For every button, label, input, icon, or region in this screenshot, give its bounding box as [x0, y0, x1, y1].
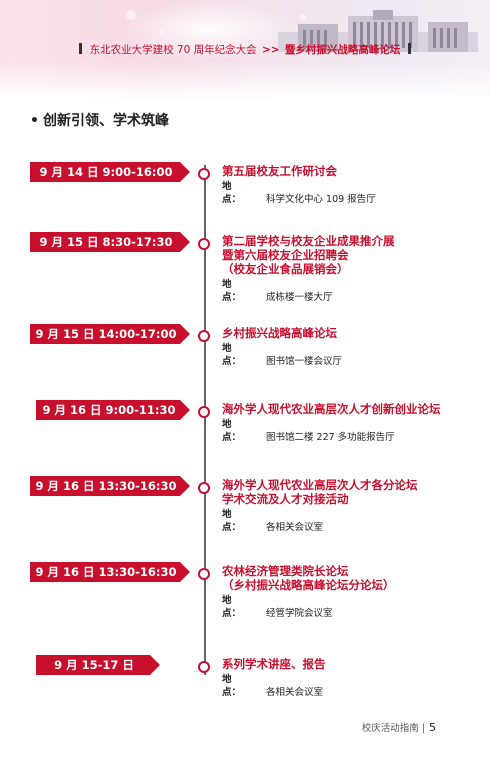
bubble-decoration [160, 30, 165, 35]
event-title: 海外学人现代农业高层次人才创新创业论坛 [222, 402, 441, 416]
section-title-text: 创新引领、学术筑峰 [42, 113, 169, 129]
timeline-node-icon [198, 168, 210, 180]
banner-title-main: 东北农业大学建校 70 周年纪念大会 [89, 44, 257, 56]
timeline-node-icon [198, 661, 210, 673]
event-location: 地点：图书馆一楼会议厅 [222, 343, 343, 367]
event-item: 第五届校友工作研讨会 地点：科学文化中心 109 报告厅 [222, 164, 472, 206]
event-location: 地点：经管学院会议室 [222, 595, 333, 619]
event-title: （乡村振兴战略高峰论坛分论坛） [222, 578, 395, 592]
event-location: 地点：图书馆二楼 227 多功能报告厅 [222, 419, 395, 443]
event-title: 海外学人现代农业高层次人才各分论坛 [222, 478, 418, 492]
event-item: 乡村振兴战略高峰论坛 地点：图书馆一楼会议厅 [222, 326, 472, 368]
event-date-tag: 9 月 16 日 9:00-11:30 [36, 400, 190, 420]
header-banner: 东北农业大学建校 70 周年纪念大会 >> 暨乡村振兴战略高峰论坛 [0, 42, 490, 57]
banner-separator-icon: >> [261, 44, 280, 56]
page-header: 东北农业大学建校 70 周年纪念大会 >> 暨乡村振兴战略高峰论坛 [0, 0, 490, 100]
event-title: 学术交流及人才对接活动 [222, 492, 349, 506]
banner-title-sub: 暨乡村振兴战略高峰论坛 [284, 44, 401, 56]
event-item: 海外学人现代农业高层次人才各分论坛 学术交流及人才对接活动 地点：各相关会议室 [222, 478, 472, 534]
event-date-tag: 9 月 15 日 8:30-17:30 [30, 232, 190, 252]
event-title: 暨第六届校友企业招聘会 [222, 248, 349, 262]
event-item: 农林经济管理类院长论坛 （乡村振兴战略高峰论坛分论坛） 地点：经管学院会议室 [222, 564, 472, 620]
bubble-decoration [300, 14, 306, 20]
event-location: 地点：各相关会议室 [222, 509, 324, 533]
event-title: 乡村振兴战略高峰论坛 [222, 326, 337, 340]
event-date-tag: 9 月 16 日 13:30-16:30 [30, 562, 190, 582]
event-title: （校友企业食品展销会） [222, 262, 349, 276]
event-title: 第二届学校与校友企业成果推介展 [222, 234, 395, 248]
bullet-icon: • [30, 113, 39, 129]
event-location: 地点：成栋楼一楼大厅 [222, 279, 333, 303]
bubble-decoration [126, 10, 136, 20]
page-number: 5 [429, 721, 436, 734]
timeline-node-icon [198, 568, 210, 580]
timeline-node-icon [198, 238, 210, 250]
event-date-tag: 9 月 16 日 13:30-16:30 [30, 476, 190, 496]
event-location: 地点：各相关会议室 [222, 674, 324, 698]
event-location: 地点：科学文化中心 109 报告厅 [222, 181, 376, 205]
section-title: •创新引领、学术筑峰 [30, 110, 169, 130]
event-item: 海外学人现代农业高层次人才创新创业论坛 地点：图书馆二楼 227 多功能报告厅 [222, 402, 472, 444]
event-date-tag: 9 月 15-17 日 [36, 655, 160, 675]
timeline-node-icon [198, 406, 210, 418]
event-title: 农林经济管理类院长论坛 [222, 564, 349, 578]
event-date-tag: 9 月 15 日 14:00-17:00 [30, 324, 190, 344]
timeline-line [204, 165, 206, 675]
banner-bar-right [407, 43, 411, 54]
page-footer: 校庆活动指南 | 5 [362, 720, 436, 734]
footer-divider: | [421, 723, 425, 734]
event-item: 系列学术讲座、报告 地点：各相关会议室 [222, 657, 472, 699]
event-title: 系列学术讲座、报告 [222, 657, 326, 671]
event-date-tag: 9 月 14 日 9:00-16:00 [30, 162, 190, 182]
event-title: 第五届校友工作研讨会 [222, 164, 337, 178]
banner-bar-left [79, 43, 83, 54]
footer-label: 校庆活动指南 [361, 723, 419, 734]
campus-building-icon [278, 10, 478, 52]
timeline-node-icon [198, 482, 210, 494]
timeline-node-icon [198, 330, 210, 342]
event-item: 第二届学校与校友企业成果推介展 暨第六届校友企业招聘会 （校友企业食品展销会） … [222, 234, 472, 304]
